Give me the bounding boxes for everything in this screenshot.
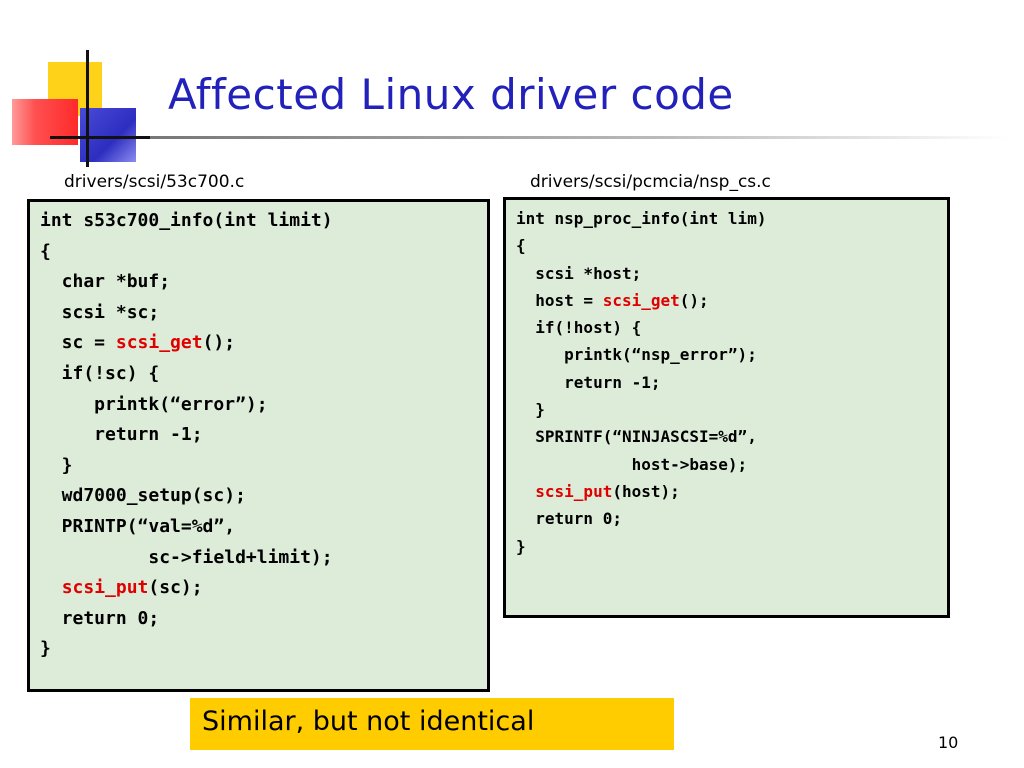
code-text: return -1; — [40, 424, 203, 446]
code-text: } — [516, 536, 526, 556]
code-line: return -1; — [516, 369, 947, 396]
title-underline — [150, 136, 1010, 139]
highlighted-call: scsi_put — [535, 481, 613, 501]
code-text — [40, 577, 62, 598]
code-text: char *buf; — [40, 271, 171, 293]
callout-note: Similar, but not identical — [190, 698, 674, 750]
highlighted-call: scsi_get — [602, 290, 680, 310]
code-text — [516, 482, 535, 501]
code-text: } — [40, 638, 51, 660]
code-text: scsi *host; — [516, 263, 642, 283]
code-text: host = — [516, 290, 603, 310]
code-text: printk(“error”); — [40, 393, 268, 415]
code-line: if(!sc) { — [40, 359, 487, 390]
code-text: wd7000_setup(sc); — [40, 485, 246, 507]
logo-vertical-line — [86, 50, 89, 167]
code-line: scsi *sc; — [40, 298, 487, 329]
code-line: int nsp_proc_info(int lim) — [516, 205, 947, 232]
code-line: return 0; — [516, 505, 947, 532]
code-line: return 0; — [40, 604, 487, 635]
code-line: printk(“nsp_error”); — [516, 341, 947, 368]
code-text: } — [516, 400, 545, 420]
code-text: sc = — [40, 332, 116, 354]
code-line: SPRINTF(“NINJASCSI=%d”, — [516, 423, 947, 450]
code-text: host->base); — [516, 454, 748, 474]
code-text: (sc); — [148, 577, 203, 599]
code-text: (); — [679, 290, 709, 310]
code-line: scsi_put(host); — [516, 478, 947, 505]
left-file-label: drivers/scsi/53c700.c — [64, 172, 245, 192]
code-text: } — [40, 454, 73, 476]
code-text: (host); — [612, 481, 680, 501]
right-file-label: drivers/scsi/pcmcia/nsp_cs.c — [530, 172, 771, 192]
highlighted-call: scsi_get — [115, 332, 203, 354]
code-text: int s53c700_info(int limit) — [40, 210, 333, 231]
code-line: { — [516, 232, 947, 259]
code-line: { — [40, 237, 487, 268]
code-line: } — [40, 634, 487, 665]
code-line: host = scsi_get(); — [516, 287, 947, 314]
code-text: return -1; — [516, 372, 661, 392]
code-text: sc->field+limit); — [40, 546, 333, 568]
code-line: sc->field+limit); — [40, 543, 487, 574]
slide-title: Affected Linux driver code — [168, 70, 734, 119]
code-line: } — [40, 451, 487, 482]
right-code-block: int nsp_proc_info(int lim){ scsi *host; … — [503, 197, 950, 618]
code-line: PRINTP(“val=%d”, — [40, 512, 487, 543]
code-line: wd7000_setup(sc); — [40, 481, 487, 512]
code-text: SPRINTF(“NINJASCSI=%d”, — [516, 427, 757, 447]
code-line: int s53c700_info(int limit) — [40, 206, 487, 237]
code-line: sc = scsi_get(); — [40, 328, 487, 359]
code-text: if(!sc) { — [40, 362, 160, 384]
logo-blue-square — [80, 108, 136, 162]
code-line: } — [516, 396, 947, 423]
logo-horizontal-line — [50, 136, 150, 139]
highlighted-call: scsi_put — [61, 577, 149, 599]
left-code-block: int s53c700_info(int limit){ char *buf; … — [27, 199, 490, 692]
code-text: return 0; — [516, 509, 622, 529]
code-text: if(!host) { — [516, 318, 642, 338]
code-text: int nsp_proc_info(int lim) — [516, 209, 767, 228]
code-text: { — [516, 236, 526, 256]
code-line: scsi_put(sc); — [40, 573, 487, 604]
code-line: if(!host) { — [516, 314, 947, 341]
code-text: scsi *sc; — [40, 301, 160, 323]
code-text: printk(“nsp_error”); — [516, 345, 757, 365]
code-line: host->base); — [516, 451, 947, 478]
code-line: char *buf; — [40, 267, 487, 298]
code-line: printk(“error”); — [40, 390, 487, 421]
code-line: scsi *host; — [516, 260, 947, 287]
code-text: (); — [202, 332, 236, 354]
code-text: { — [40, 240, 51, 262]
code-text: return 0; — [40, 607, 160, 629]
code-line: } — [516, 533, 947, 560]
code-line: return -1; — [40, 420, 487, 451]
code-text: PRINTP(“val=%d”, — [40, 515, 236, 537]
page-number: 10 — [938, 733, 959, 752]
